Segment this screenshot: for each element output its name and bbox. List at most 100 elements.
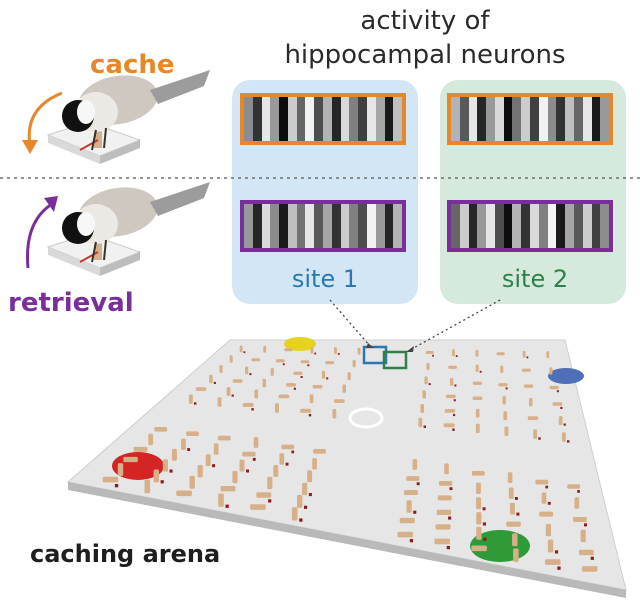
perch-icon [444, 409, 456, 413]
perch-icon [404, 490, 418, 495]
activity-stripe [314, 97, 324, 141]
activity-stripe [556, 97, 566, 141]
chickadee-bird-icon [46, 70, 210, 164]
perch-icon [253, 437, 259, 448]
perch-icon [279, 453, 285, 465]
cache-site-marker [560, 406, 563, 409]
cache-site-marker [577, 490, 580, 493]
activity-stripe [459, 97, 469, 141]
activity-stripe [494, 204, 504, 248]
activity-stripe [261, 204, 271, 248]
feeder-yellow-icon [284, 337, 316, 351]
cache-site-marker [526, 356, 529, 359]
perch-icon [522, 368, 531, 372]
perch-icon [297, 495, 303, 508]
perch-icon [422, 390, 426, 399]
perch-icon [293, 371, 303, 375]
activity-stripe [270, 97, 280, 141]
activity-stripe [331, 204, 341, 248]
perch-icon [535, 479, 549, 485]
cache-site-marker [567, 440, 570, 443]
activity-stripe [366, 97, 376, 141]
site-2-label: site 2 [501, 265, 569, 293]
perch-icon [209, 374, 213, 384]
retrieval-label: retrieval [8, 288, 134, 318]
perch-icon [186, 431, 199, 436]
cache-label: cache [90, 50, 175, 80]
cache-site-marker [308, 493, 312, 497]
perch-icon [502, 396, 506, 405]
cache-site-marker [304, 505, 308, 509]
activity-stripe [538, 97, 548, 141]
perch-icon [213, 443, 219, 455]
cache-site-marker [545, 485, 549, 489]
cache-activity-site-1 [240, 93, 406, 145]
perch-icon [154, 427, 168, 432]
perch-icon [102, 476, 119, 483]
activity-stripe [503, 97, 513, 141]
perch-icon [245, 366, 249, 375]
cache-site-marker [557, 566, 561, 570]
perch-icon [412, 459, 418, 470]
perch-icon [321, 370, 326, 379]
title-line-2: hippocampal neurons [284, 40, 566, 70]
activity-stripe [393, 204, 403, 248]
title-line-1: activity of [360, 6, 490, 36]
caching-arena [66, 299, 627, 598]
perch-icon [273, 465, 279, 477]
perch-icon [552, 402, 563, 406]
activity-stripe [287, 97, 297, 141]
perch-icon [205, 454, 211, 467]
activity-stripe [305, 204, 315, 248]
perch-icon [504, 426, 509, 436]
cache-site-marker [449, 487, 453, 491]
cache-site-marker [169, 469, 173, 473]
cache-site-marker [584, 523, 587, 527]
perch-icon [435, 524, 451, 530]
activity-stripe [600, 97, 610, 141]
perch-icon [312, 458, 317, 470]
activity-stripe [521, 204, 531, 248]
cache-site-marker [282, 363, 285, 366]
activity-stripe [565, 204, 574, 248]
chickadee-bird-icon [46, 182, 210, 276]
perch-icon [312, 385, 323, 389]
cache-site-marker [505, 387, 508, 390]
perch-icon [533, 429, 538, 439]
perch-icon [452, 349, 455, 357]
cache-site-marker [249, 373, 252, 376]
cache-activity-site-2 [447, 93, 613, 145]
activity-stripe [582, 204, 592, 248]
activity-stripe [451, 204, 460, 248]
cache-site-marker [554, 550, 559, 554]
cache-site-marker [538, 437, 541, 440]
perch-icon [567, 484, 580, 489]
activity-stripe [331, 97, 341, 141]
perch-icon [545, 523, 551, 537]
site-2-box [382, 350, 408, 370]
perch-icon [275, 359, 285, 363]
activity-stripe [591, 97, 601, 141]
perch-icon [188, 394, 193, 404]
activity-stripe [305, 97, 315, 141]
activity-stripe [261, 97, 271, 141]
perch-icon [475, 349, 479, 357]
perch-icon [262, 378, 266, 388]
activity-stripe [279, 97, 288, 141]
perch-icon [426, 362, 430, 371]
cache-site-marker [308, 414, 312, 417]
perch-icon [445, 394, 456, 399]
cache-site-marker [291, 450, 295, 454]
cache-site-marker [114, 484, 119, 488]
perch-icon [539, 511, 554, 517]
cache-site-marker [326, 377, 329, 380]
perch-icon [310, 346, 314, 354]
activity-stripe [600, 204, 610, 248]
cache-site-marker [252, 457, 256, 461]
cache-site-marker [515, 497, 518, 500]
perch-icon [580, 529, 586, 543]
perch-icon [578, 549, 594, 556]
activity-stripe [459, 204, 469, 248]
perch-icon [406, 500, 412, 513]
activity-stripe [573, 97, 583, 141]
